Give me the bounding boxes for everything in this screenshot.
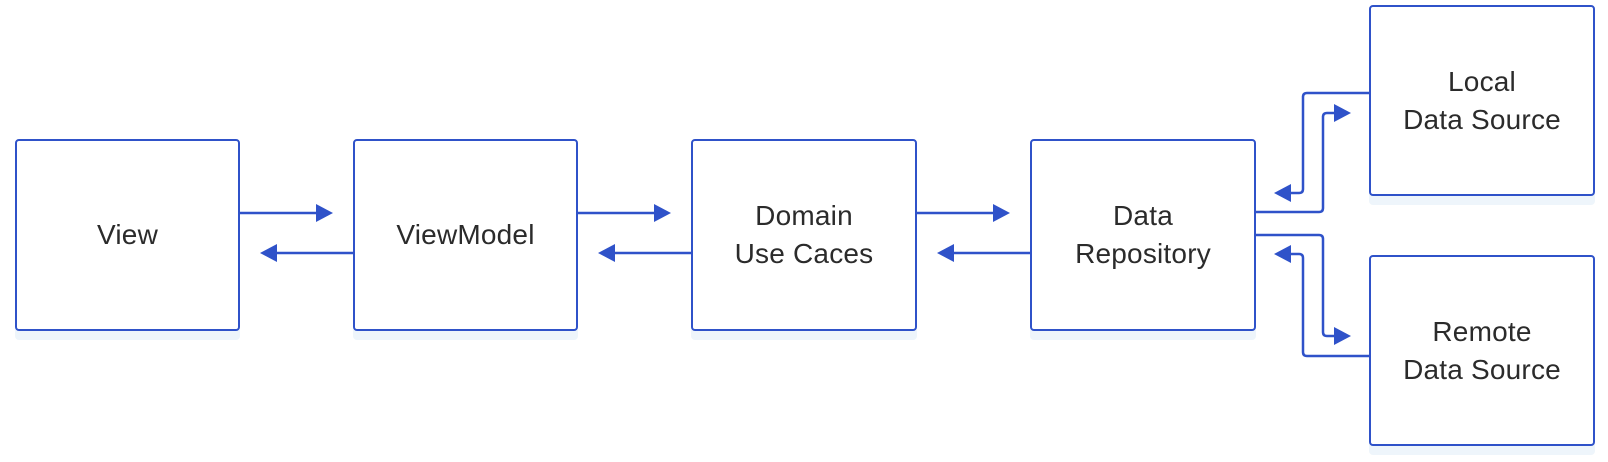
domain-use-cases-box: Domain Use Caces bbox=[691, 139, 917, 331]
domain-label-line-1: Domain bbox=[755, 200, 853, 231]
view-label: View bbox=[97, 219, 158, 250]
arrow-remote-to-repository bbox=[1283, 252, 1369, 358]
arrow-repository-to-local bbox=[1256, 111, 1338, 214]
data-repository-box: Data Repository bbox=[1030, 139, 1256, 331]
local-label-line-1: Local bbox=[1448, 65, 1516, 97]
arrowhead-viewmodel-to-domain bbox=[654, 204, 671, 222]
arrowhead-repository-to-domain bbox=[937, 244, 954, 262]
remote-label-line-1: Remote bbox=[1432, 315, 1532, 347]
domain-label-line-2: Use Caces bbox=[734, 238, 874, 269]
arrowhead-repository-to-remote bbox=[1334, 327, 1351, 345]
arrow-local-to-repository bbox=[1283, 91, 1369, 195]
repository-label-line-1: Data bbox=[1113, 200, 1173, 231]
arrowhead-view-to-viewmodel bbox=[316, 204, 333, 222]
viewmodel-box: ViewModel bbox=[353, 139, 578, 331]
arrowhead-repository-to-local bbox=[1334, 104, 1351, 122]
arrowhead-remote-to-repository bbox=[1274, 245, 1291, 263]
arrowhead-domain-to-repository bbox=[993, 204, 1010, 222]
arrowhead-domain-to-viewmodel bbox=[598, 244, 615, 262]
view-box: View bbox=[15, 139, 240, 331]
repository-label-line-2: Repository bbox=[1075, 238, 1211, 269]
local-data-source-box: Local Data Source bbox=[1369, 5, 1595, 196]
viewmodel-label: ViewModel bbox=[396, 219, 535, 250]
arrowhead-viewmodel-to-view bbox=[260, 244, 277, 262]
arrowhead-local-to-repository bbox=[1274, 184, 1291, 202]
remote-data-source-box: Remote Data Source bbox=[1369, 255, 1595, 446]
remote-label-line-2: Data Source bbox=[1403, 353, 1561, 385]
arrow-repository-to-remote bbox=[1256, 233, 1338, 338]
local-label-line-2: Data Source bbox=[1403, 103, 1561, 135]
